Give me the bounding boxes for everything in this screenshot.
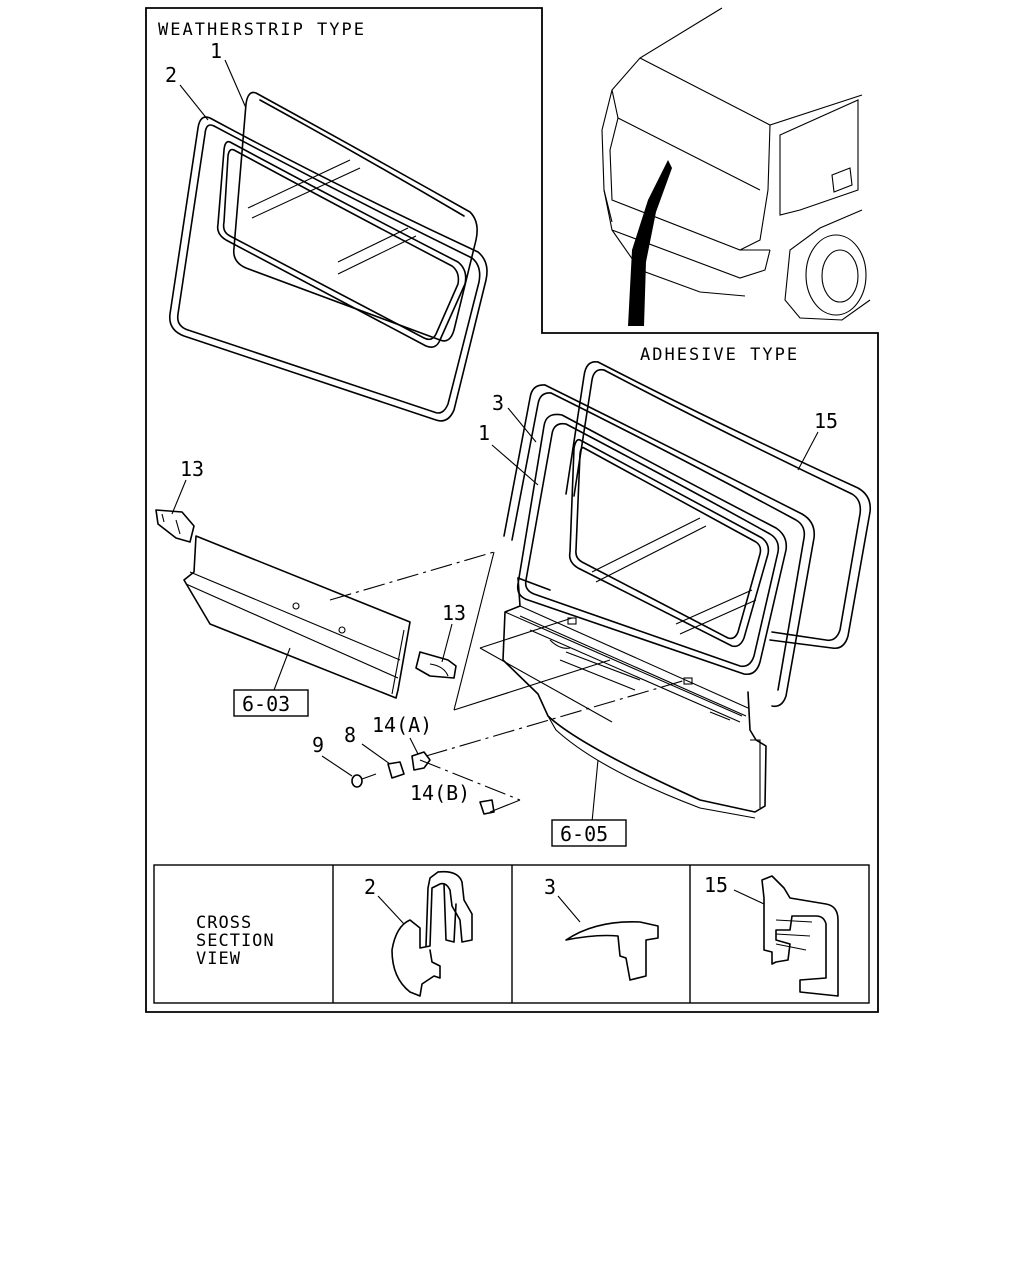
cross-section-3-profile — [565, 921, 659, 981]
callout-screw: 9 — [312, 733, 324, 757]
callout-ws-weatherstrip: 2 — [165, 63, 177, 87]
clip-14a — [411, 751, 431, 771]
cross-section-label-line1: CROSS — [196, 913, 252, 933]
leader-screw — [321, 755, 353, 777]
cross-section-part-15: 15 — [704, 873, 728, 897]
cap-13-right — [415, 651, 457, 679]
leader-ad-seal — [797, 431, 819, 471]
leader-ad-glass — [491, 444, 539, 486]
callout-cap-right: 13 — [442, 601, 466, 625]
cap-13-left — [155, 509, 195, 543]
weatherstrip-glass — [232, 91, 478, 342]
cross-section-2-profile — [391, 870, 473, 997]
cross-section-part-2: 2 — [364, 875, 376, 899]
ref-box-6-05 — [551, 819, 627, 847]
leader-ws-glass — [224, 59, 247, 109]
leader-xs-2 — [377, 895, 405, 925]
leader-ad-dam — [507, 407, 537, 443]
diagram-frame — [145, 7, 879, 1013]
weatherstrip-glass-reflection — [247, 159, 417, 275]
cross-section-part-3: 3 — [544, 875, 556, 899]
leader-xs-15 — [733, 889, 765, 905]
vehicle-inset — [601, 7, 871, 326]
ref-6-05: 6-05 — [560, 822, 608, 846]
assembly-lines — [329, 551, 687, 813]
screw-9 — [351, 773, 377, 788]
ref-6-03: 6-03 — [242, 692, 290, 716]
cross-section-label-line3: VIEW — [196, 949, 241, 969]
cross-section-label-line2: SECTION — [196, 931, 275, 951]
callout-ws-glass: 1 — [210, 39, 222, 63]
weatherstrip-seal — [168, 116, 488, 422]
callout-clip: 8 — [344, 723, 356, 747]
leader-cap-right — [441, 623, 453, 663]
cross-section-15-profile — [761, 875, 839, 997]
adhesive-seal-15 — [565, 360, 872, 650]
panel-6-03 — [183, 535, 411, 699]
clip-8 — [387, 761, 405, 779]
callout-ad-seal: 15 — [814, 409, 838, 433]
callout-ad-dam: 3 — [492, 391, 504, 415]
leader-panel-6-03 — [273, 647, 291, 691]
clip-14b — [479, 799, 495, 815]
callout-clip-a: 14(A) — [372, 713, 432, 737]
leader-panel-6-05 — [591, 759, 599, 823]
callout-ad-glass: 1 — [478, 421, 490, 445]
adhesive-dam-3 — [503, 384, 816, 708]
leader-ws-weatherstrip — [179, 84, 209, 121]
leader-clip — [361, 743, 391, 765]
leader-clip-a — [409, 737, 419, 755]
callout-clip-b: 14(B) — [410, 781, 470, 805]
leader-cap-left — [171, 479, 187, 515]
leader-xs-3 — [557, 895, 581, 923]
ref-box-6-03 — [233, 689, 309, 717]
adhesive-glass-1 — [516, 413, 788, 676]
callout-cap-left: 13 — [180, 457, 204, 481]
panel-6-05 — [502, 577, 767, 819]
adhesive-type-title: ADHESIVE TYPE — [640, 345, 799, 365]
weatherstrip-type-title: WEATHERSTRIP TYPE — [158, 20, 366, 40]
cross-section-table — [153, 864, 870, 1004]
